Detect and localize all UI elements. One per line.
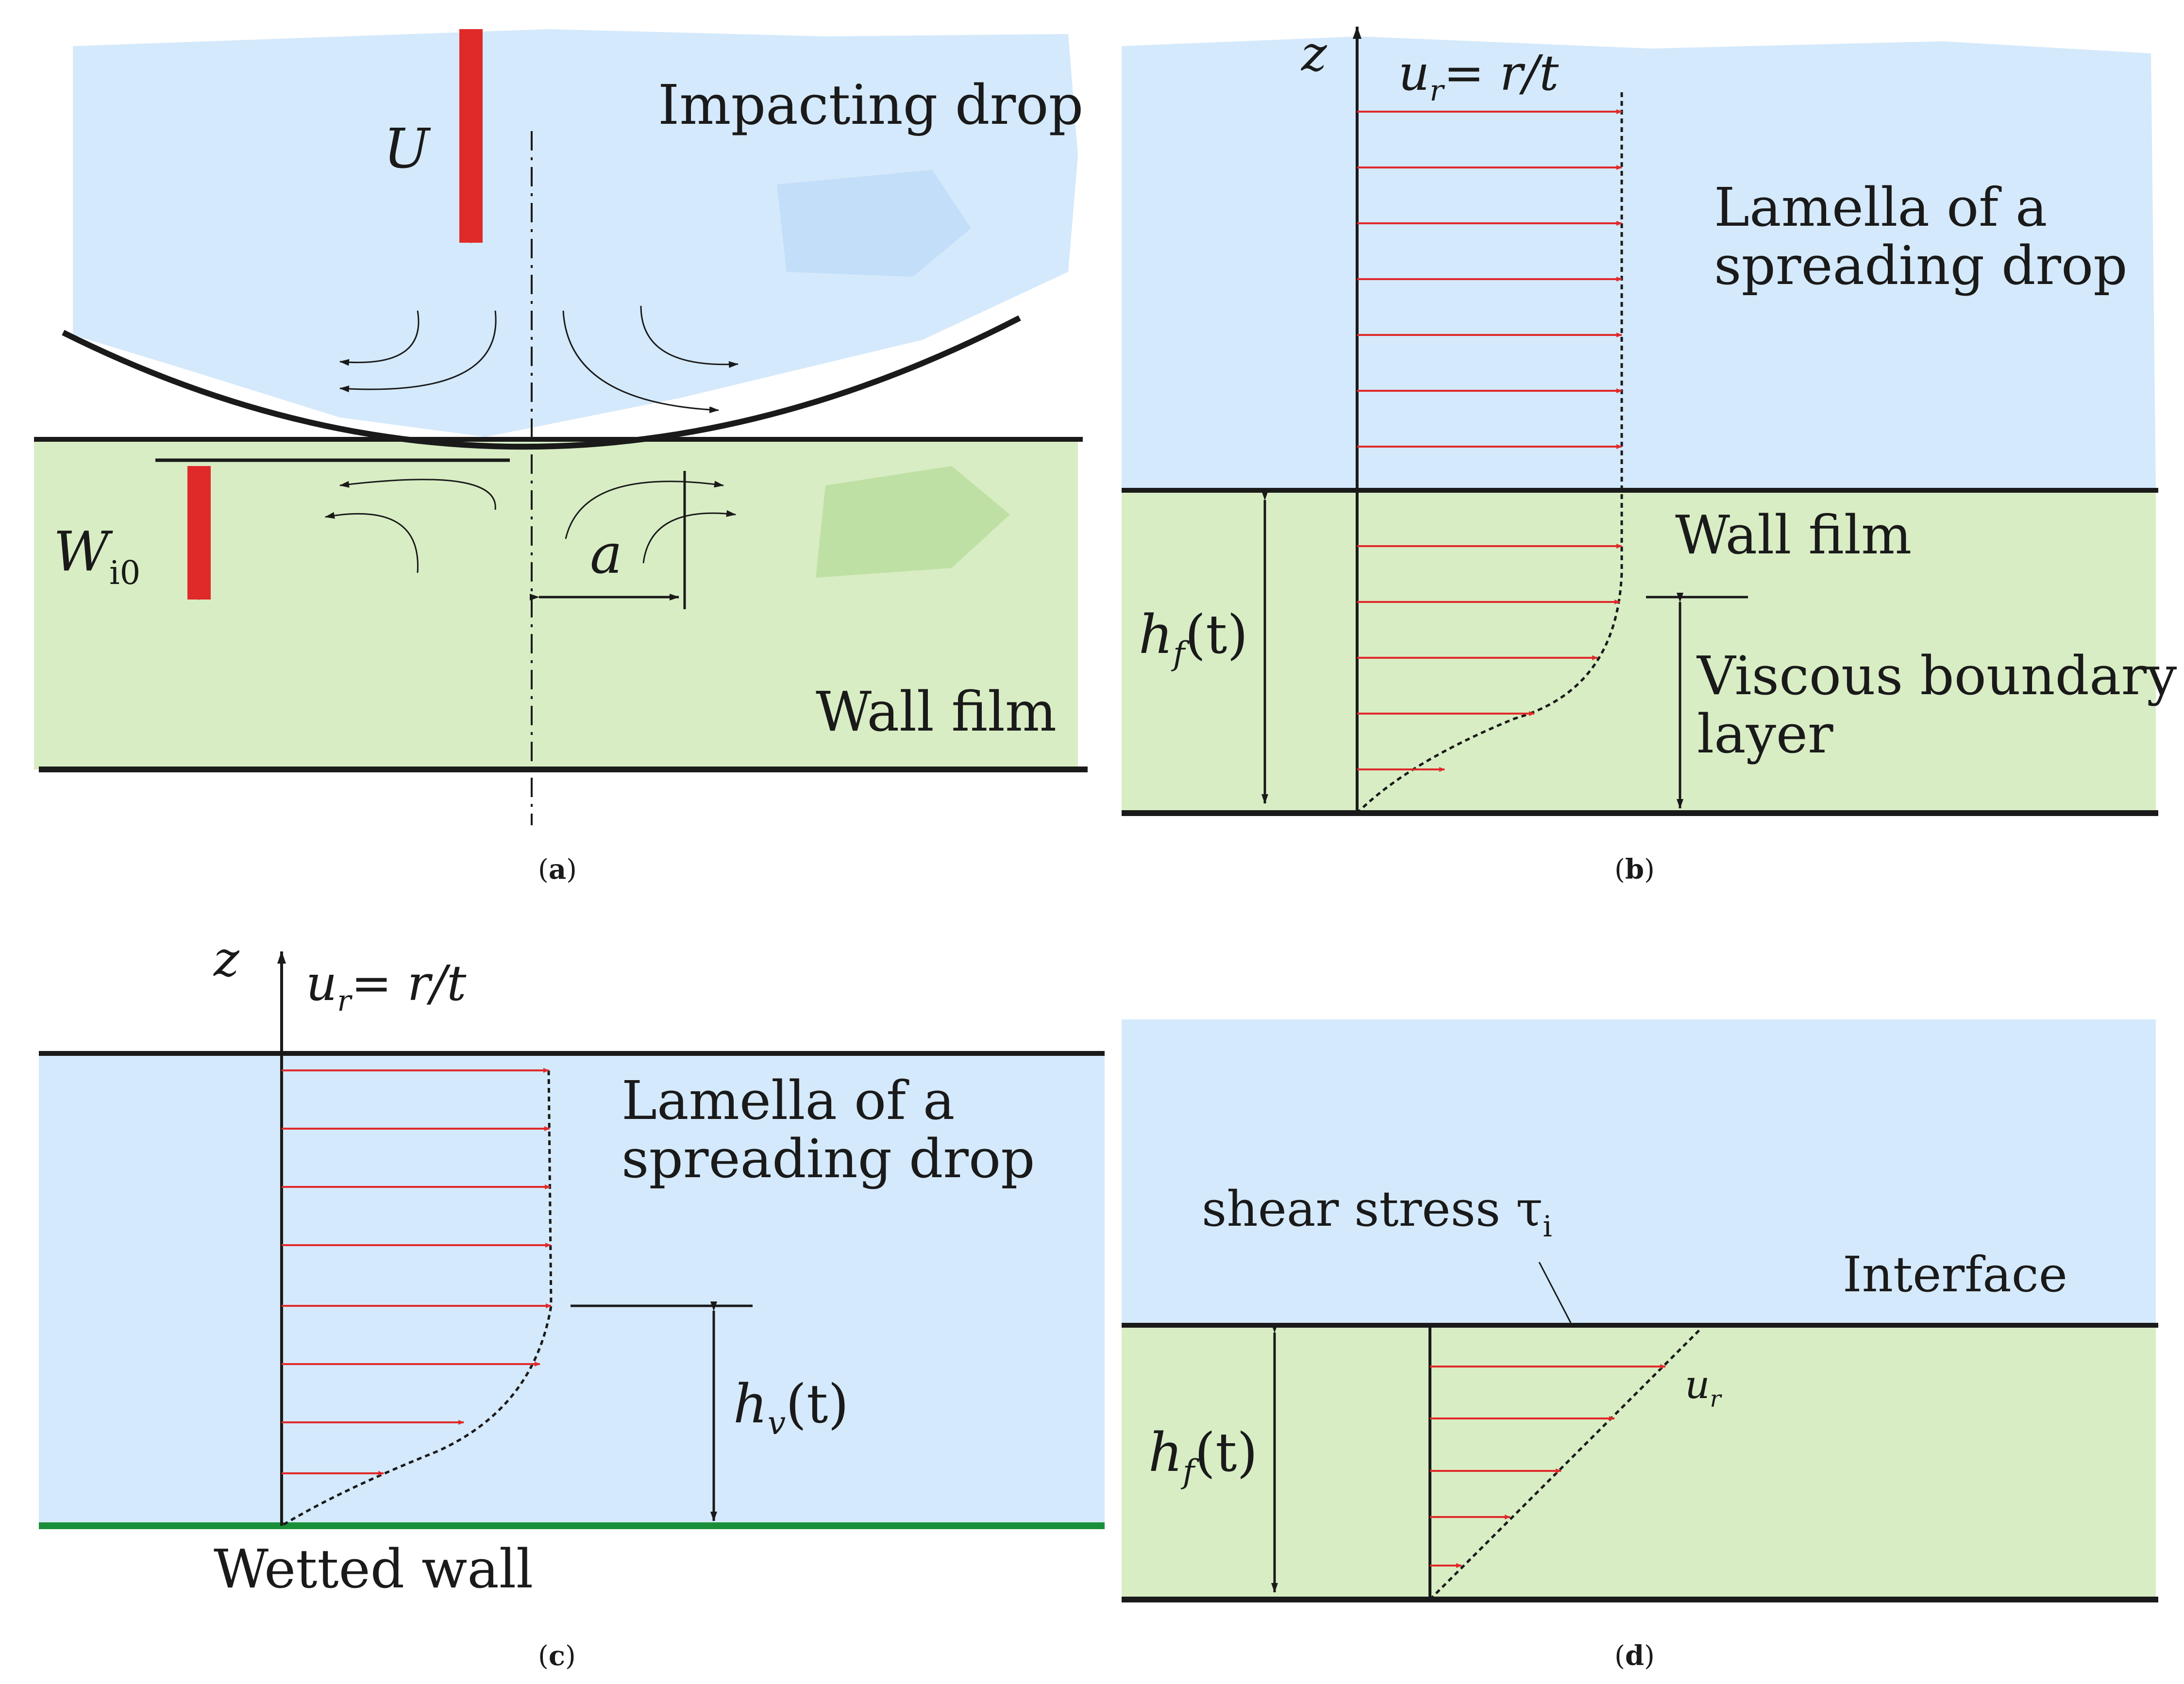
wall-film-label-b: Wall film: [1675, 504, 1912, 566]
interface-label: Interface: [1843, 1246, 2067, 1303]
caption-d: (d): [1614, 1640, 1655, 1672]
ur-label-b: ur= r/t: [1398, 45, 1559, 108]
profile-b: [1356, 92, 1623, 814]
hf-label-d: hf(t): [1148, 1421, 1258, 1490]
radius-a-label: a: [590, 523, 622, 586]
drop-surface-line: [62, 315, 1021, 450]
lamella-region-b: [1122, 36, 2156, 490]
ur-label-c: ur= r/t: [306, 955, 467, 1018]
drop-region-d: [1122, 1019, 2156, 1325]
caption-a: (a): [538, 853, 577, 885]
film-highlight: [816, 466, 1010, 578]
drop-highlight: [777, 170, 971, 277]
velocity-u-label: U: [384, 117, 431, 181]
z-axis-label-c: z: [213, 931, 240, 987]
panel-a: Impacting drop U Wi0 a Wall film (a): [34, 29, 1088, 885]
wall-film-label-a: Wall film: [816, 681, 1057, 744]
panel-d: shear stress τi Interface ur hf(t) (d): [1122, 1019, 2158, 1672]
velocity-arrows-d: [1430, 1364, 1666, 1568]
lamella-region-c: [39, 1053, 1105, 1524]
film-region-d: [1122, 1325, 2156, 1600]
velocity-w-label: Wi0: [53, 520, 140, 592]
flow-streamlines: [325, 305, 739, 573]
caption-b: (b): [1614, 853, 1655, 885]
drop-region: [73, 29, 1078, 437]
film-region-b: [1122, 490, 2156, 813]
profile-d: [1429, 1329, 1700, 1601]
shear-stress-label: shear stress τi: [1202, 1181, 1552, 1244]
z-axis-label-b: z: [1301, 25, 1327, 82]
impacting-drop-label: Impacting drop: [658, 74, 1083, 137]
velocity-arrows-b: [1357, 109, 1622, 772]
hf-label-b: hf(t): [1139, 603, 1248, 672]
velocity-arrows-c: [282, 1068, 552, 1476]
ur-label-d: ur: [1685, 1362, 1723, 1413]
hv-label: hv(t): [733, 1373, 849, 1442]
shear-stress-leader: [1538, 1262, 1572, 1323]
profile-c: [281, 1070, 553, 1527]
caption-c: (c): [538, 1640, 576, 1672]
wetted-wall-label: Wetted wall: [214, 1538, 533, 1600]
